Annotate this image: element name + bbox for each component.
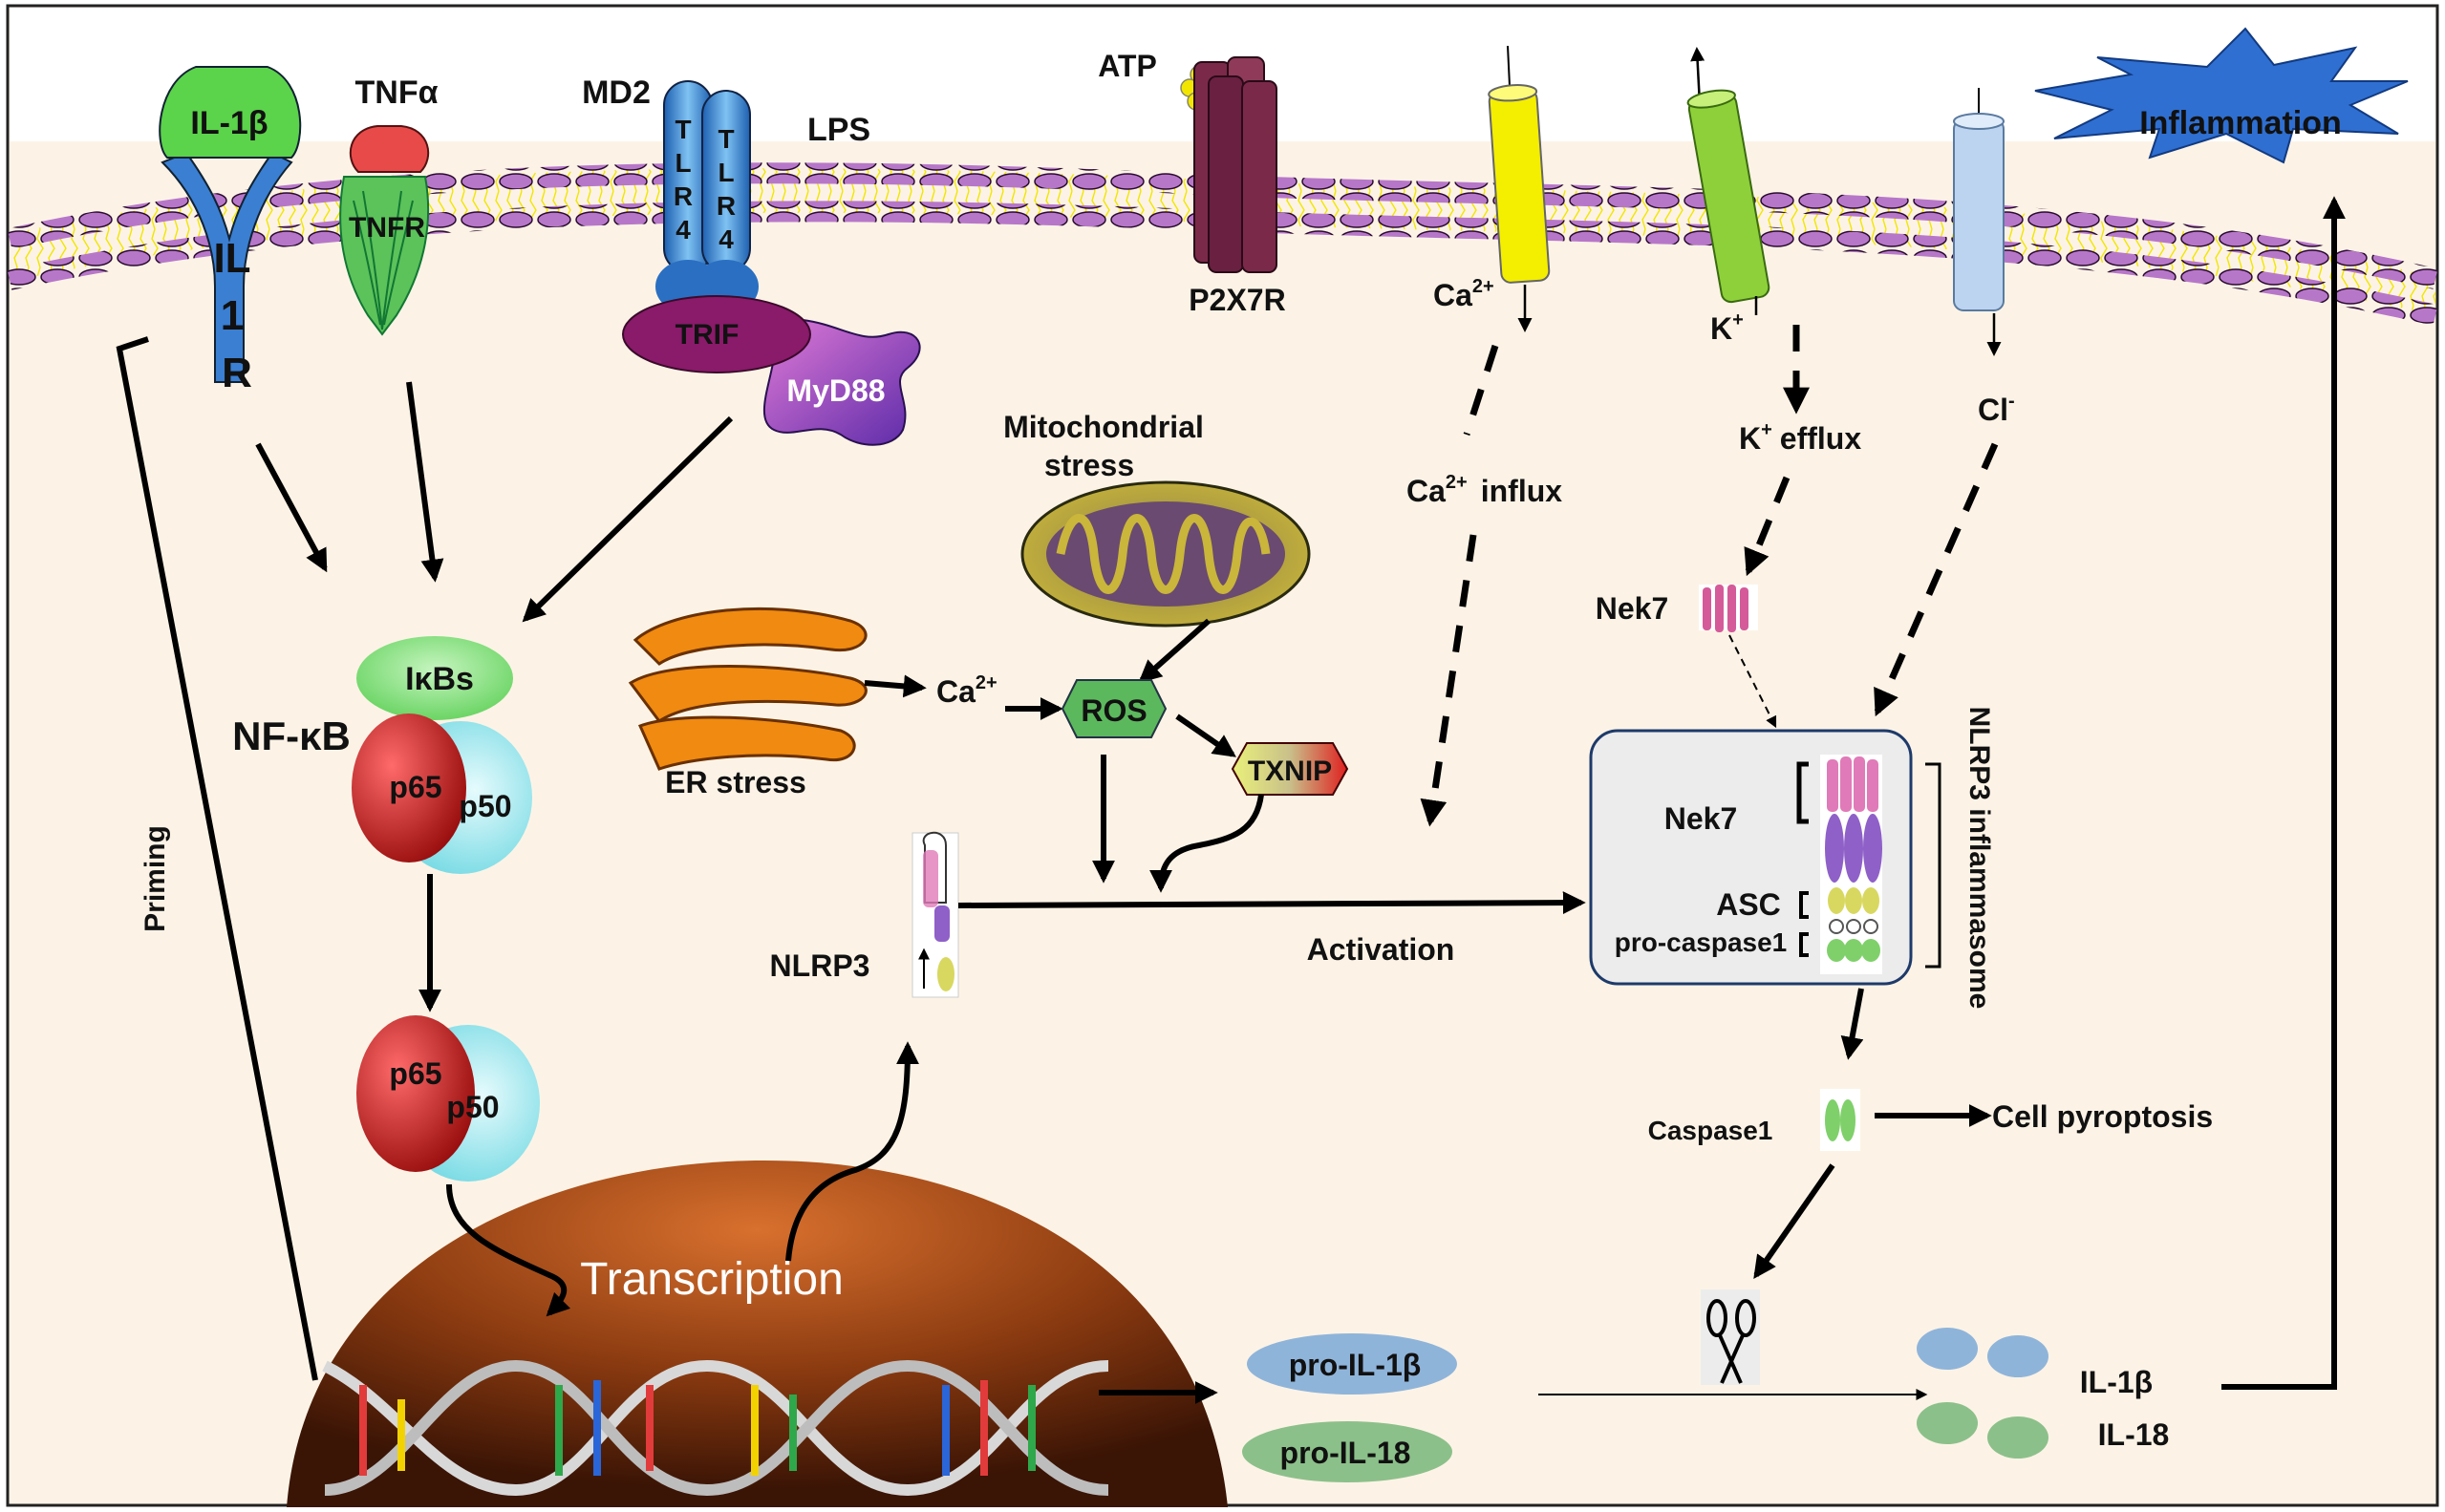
mito-stress-label-1: Mitochondrial [1003,410,1204,444]
myd88-label: MyD88 [786,373,885,408]
tlr4-b-t: T [718,124,734,154]
myd88-shape [762,318,921,446]
nek7-free: Nek7 [1596,585,1777,729]
nfkb-complex: IκBs NF-κB p65 p50 [232,636,532,874]
nlrp3-inflammasome-label: NLRP3 inflammasome [1963,707,1995,1010]
ikbs-shape [356,636,513,720]
tlr4-a-r: R [674,181,693,211]
md2-label: MD2 [582,75,651,111]
pro-il1b-label: pro-IL-1β [1289,1348,1422,1382]
tnfr-label: TNFR [349,212,425,244]
il1r-label-3: R [222,350,252,396]
txnip-node: TXNIP [1231,742,1349,796]
er-stress: ER stress [628,607,868,799]
lps-label: LPS [807,112,870,148]
priming-label: Priming [139,825,171,932]
potassium-channel: K+ [1686,47,1770,346]
p50-label-1: p50 [459,789,511,823]
pro-il18-label: pro-IL-18 [1280,1436,1411,1470]
k-efflux-label: K+efflux [1739,419,1861,456]
tlr4-b-l: L [718,158,734,187]
calcium-channel: Ca2+ [1433,45,1551,332]
cl-channel-label: Cl- [1978,391,2015,427]
asc-label: ASC [1716,887,1781,922]
inflammation-label: Inflammation [2139,105,2342,141]
tlr4-b-r: R [717,191,736,221]
mitochondria: Mitochondrial stress [1003,410,1311,628]
ca-er-label: Ca2+ [936,672,997,709]
nfkb-nuclear: p65 p50 [356,1015,540,1182]
nlrp3-label: NLRP3 [770,948,870,983]
atp-label: ATP [1098,49,1157,83]
tlr4-a-l: L [675,148,691,178]
mito-stress-label-2: stress [1044,448,1134,482]
mature-cytokines: IL-1β IL-18 [1917,1328,2169,1459]
trif-shape [622,295,811,373]
il1r-receptor: IL-1β IL 1 R [159,66,302,396]
trif-label: TRIF [676,319,740,351]
chloride-channel: Cl- [1953,88,2015,427]
tnfa-ligand-shape [349,125,430,173]
cell-pyroptosis-label: Cell pyroptosis [1992,1099,2213,1134]
tlr4-a-4: 4 [676,215,691,245]
inflammasome-nek7-label: Nek7 [1664,801,1738,836]
p2x7r-channel: ATP P2X7R [1098,49,1286,317]
il1r-label-2: 1 [221,292,244,339]
priming-line: Priming [116,336,318,1381]
ikbs-label: IκBs [405,661,474,697]
pro-cytokines: pro-IL-1β pro-IL-18 [1242,1333,1457,1482]
ca-influx-label: Ca2+influx [1406,472,1562,508]
il1b-label: IL-1β [2080,1365,2153,1399]
p50-label-2: p50 [446,1090,499,1124]
nek7-free-label: Nek7 [1596,591,1669,626]
p2x7r-label: P2X7R [1189,283,1285,317]
p65-label-1: p65 [389,770,441,804]
tlr4-receptor: MD2 LPS T L R 4 T L R 4 [582,75,870,313]
tlr4-a-t: T [675,115,691,144]
k-channel-label: K+ [1710,309,1744,346]
activation-label: Activation [1307,932,1455,967]
nlrp3-monomer: NLRP3 [770,831,959,998]
inflammation-feedback-arrow [2221,196,2346,1390]
p65-label-2: p65 [389,1056,441,1091]
nfkb-label: NF-κB [232,713,351,758]
transcription-label: Transcription [580,1254,844,1305]
dna-helix [322,1359,1109,1497]
scissors-icon [1701,1289,1760,1385]
receptor-arrows [255,381,734,623]
tlr4-b-4: 4 [718,224,734,254]
nlrp3-inflammasome: Nek7 ASC pro-caspase1 NLRP3 inflammasome [1589,707,1995,1010]
pro-caspase1-label: pro-caspase1 [1615,927,1788,957]
er-stress-label: ER stress [665,765,806,799]
il1b-ligand-shape [159,66,302,159]
caspase1-label: Caspase1 [1648,1116,1773,1145]
il1r-label-1: IL [213,235,250,282]
ros-label: ROS [1081,693,1147,728]
tnfr-receptor: TNFα TNFR [339,75,439,336]
adaptors: MyD88 TRIF [622,295,921,446]
il1b-ligand-label: IL-1β [190,105,268,141]
il18-label: IL-18 [2098,1417,2170,1452]
caspase1: Caspase1 Cell pyroptosis [1648,1089,2213,1151]
tnfa-label: TNFα [355,75,439,111]
nucleus: Transcription [287,1161,1228,1507]
ros-node: ROS [1061,679,1168,738]
txnip-label: TXNIP [1248,756,1332,787]
inflammation-burst: Inflammation [2034,27,2409,164]
ca-channel-label: Ca2+ [1433,276,1494,312]
